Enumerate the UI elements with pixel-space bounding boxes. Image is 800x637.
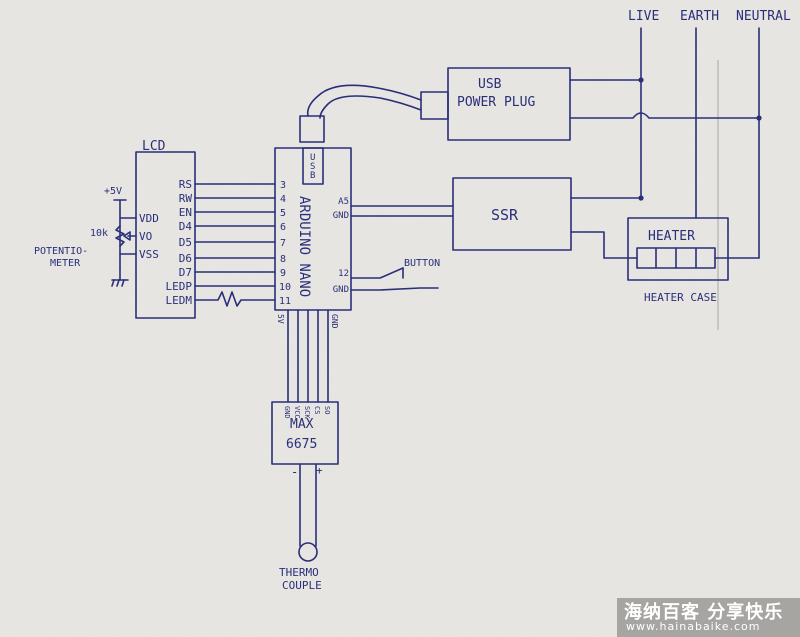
arduino-pin-gnd-2: GND (333, 285, 349, 295)
ground-hatch-3 (121, 279, 125, 287)
watermark-main: 海纳百客 分享快乐 (624, 602, 784, 623)
max-terminal-plus: + (316, 464, 323, 477)
max-pin-cs: CS (313, 406, 321, 414)
lcd-pin-rw: RW (179, 192, 193, 205)
lcd-pin-ledp: LEDP (166, 280, 193, 293)
lcd-title: LCD (142, 139, 166, 154)
lcd-pin-rs: RS (179, 178, 192, 191)
arduino-pin-12: 12 (338, 269, 349, 279)
arduino-pin-gnd-1: GND (333, 211, 349, 221)
heater-label: HEATER (648, 229, 695, 244)
button-ground-lead (350, 287, 439, 291)
mains-neutral-label: NEUTRAL (736, 9, 791, 24)
max-pin-so: SO (323, 406, 331, 414)
lcd-pin-vdd: VDD (139, 212, 159, 225)
arduino-pin-8: 8 (280, 254, 286, 265)
usb-cable-inner (319, 95, 422, 119)
arduino-pin-5v: 5V (276, 314, 285, 324)
thermocouple-label-2: COUPLE (282, 579, 322, 592)
lcd-pin-d5: D5 (179, 236, 192, 249)
max-label-2: 6675 (286, 437, 317, 452)
thermocouple-label-1: THERMO (279, 566, 319, 579)
arduino-pin-gnd-bottom: GND (330, 314, 339, 329)
lcd-pin-en: EN (179, 206, 192, 219)
arduino-usb-letter: U (310, 153, 315, 163)
usb-plug-connector (420, 91, 449, 120)
ssr-box (452, 177, 572, 251)
lcd-pin-vss: VSS (139, 248, 159, 261)
arduino-pin-9: 9 (280, 268, 286, 279)
potentiometer-supply-label: +5V (104, 186, 122, 197)
usb-connector (299, 115, 325, 143)
max-pin-vcc: VCC (293, 406, 301, 419)
usb-plug-neutral-lead (569, 112, 760, 119)
ground-hatch-2 (116, 279, 120, 287)
heater-case-label: HEATER CASE (644, 291, 717, 304)
max-pin-gnd: GND (283, 406, 291, 419)
arduino-pin-7: 7 (280, 238, 286, 249)
lcd-pin-d7: D7 (179, 266, 192, 279)
arduino-pin-5: 5 (280, 208, 286, 219)
max-pin-sck: SCK (303, 406, 311, 419)
junction-dot (638, 77, 644, 83)
lcd-pin-d4: D4 (179, 220, 193, 233)
arduino-usb-letter: B (310, 171, 315, 181)
lcd-module (135, 151, 196, 319)
junction-dot (756, 115, 762, 121)
junction-dot (638, 195, 644, 201)
arduino-usb-letter: S (310, 162, 315, 172)
lcd-pin-d6: D6 (179, 252, 192, 265)
usb-plug-label-1: USB (478, 77, 502, 92)
arduino-name: ARDUINO NANO (296, 196, 312, 297)
potentiometer-label-1: POTENTIO- (34, 246, 88, 257)
potentiometer-value-label: 10k (90, 228, 108, 239)
max6675-module (271, 401, 339, 465)
ground-hatch-1 (111, 279, 115, 287)
arduino-pin-4: 4 (280, 194, 286, 205)
button-switch (350, 267, 404, 279)
lcd-pin-vo: VO (139, 230, 152, 243)
watermark-background (617, 598, 800, 637)
button-label: BUTTON (404, 258, 440, 269)
max-terminal-minus: - (291, 465, 298, 479)
mains-earth-label: EARTH (680, 9, 719, 24)
wire-ledm-resistor (194, 291, 276, 307)
max-label-1: MAX (290, 417, 314, 432)
usb-plug-label-2: POWER PLUG (457, 95, 535, 110)
arduino-pin-3: 3 (280, 180, 286, 191)
arduino-pin-a5: A5 (338, 197, 349, 207)
heater-case (627, 217, 729, 281)
ssr-heater-lead (570, 231, 638, 259)
ssr-label: SSR (491, 206, 519, 224)
arduino-pin-10: 10 (279, 282, 291, 293)
potentiometer-wiper-arrow (123, 231, 131, 241)
arduino-pin-11: 11 (279, 296, 291, 307)
potentiometer-label-2: METER (50, 258, 81, 269)
thermocouple-junction (298, 542, 318, 562)
watermark-url: www.hainabaike.com (626, 620, 761, 633)
arduino-usb-port (302, 147, 324, 185)
usb-cable-outer (306, 84, 422, 117)
arduino-pin-6: 6 (280, 222, 286, 233)
lcd-pin-ledm: LEDM (166, 294, 193, 307)
mains-live-label: LIVE (628, 9, 659, 24)
potentiometer-resistor (115, 225, 125, 247)
